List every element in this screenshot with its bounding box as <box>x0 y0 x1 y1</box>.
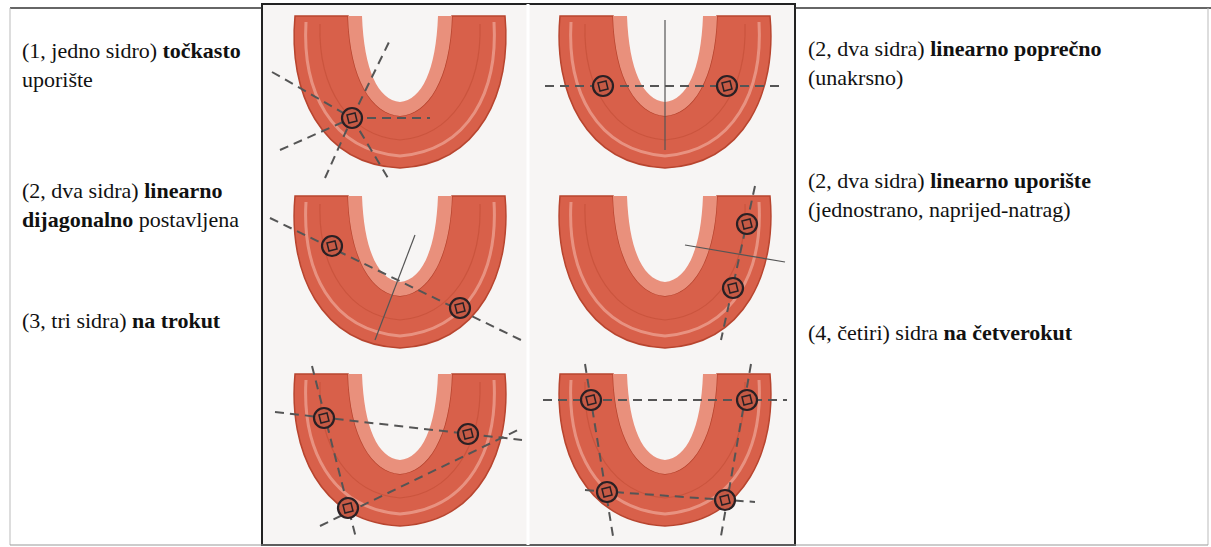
table-cell: (3, tri sidra) na trokut <box>22 306 250 335</box>
table-cell: (1, jedno sidro) točkasto uporište <box>22 36 250 94</box>
table-cell: (2, dva sidra) linearno poprečno (unakrs… <box>808 34 1198 92</box>
table-cell: (2, dva sidra) linearno dijagonalno post… <box>22 176 250 234</box>
table-cell: (4, četiri) sidra na četverokut <box>808 318 1198 347</box>
table-cell: (2, dva sidra) linearno uporište (jednos… <box>808 166 1198 224</box>
